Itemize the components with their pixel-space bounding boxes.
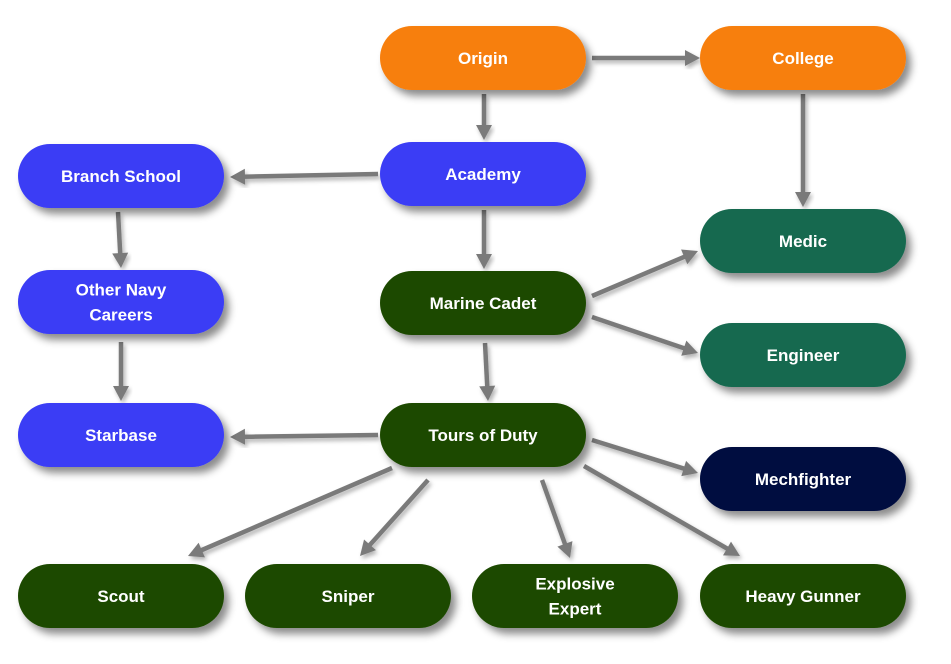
node-pill xyxy=(380,26,586,90)
node-college: College xyxy=(700,26,906,90)
node-sniper: Sniper xyxy=(245,564,451,628)
node-medic: Medic xyxy=(700,209,906,273)
arrow-head xyxy=(113,386,129,401)
arrow-branch-school-to-other-navy-careers xyxy=(112,211,129,268)
node-pill xyxy=(380,271,586,335)
arrow-tours-of-duty-to-starbase xyxy=(230,428,379,445)
node-label: Careers xyxy=(89,306,152,325)
node-pill xyxy=(245,564,451,628)
node-label: Tours of Duty xyxy=(428,426,538,445)
arrow-head xyxy=(557,541,573,558)
arrow-head xyxy=(476,125,492,140)
node-pill xyxy=(18,144,224,208)
node-label: Branch School xyxy=(61,167,181,186)
arrow-head xyxy=(685,50,700,66)
node-tours-of-duty: Tours of Duty xyxy=(380,403,586,467)
arrow-head xyxy=(681,460,698,477)
arrow-head xyxy=(723,541,740,556)
arrow-origin-to-college xyxy=(592,50,700,66)
arrow-line xyxy=(115,211,123,257)
node-branch-school: Branch School xyxy=(18,144,224,208)
arrow-line xyxy=(366,478,430,549)
node-pill xyxy=(700,209,906,273)
arrow-line xyxy=(591,437,688,472)
node-mechfighter: Mechfighter xyxy=(700,447,906,511)
node-label: Mechfighter xyxy=(755,470,852,489)
node-marine-cadet: Marine Cadet xyxy=(380,271,586,335)
arrow-academy-to-branch-school xyxy=(230,168,379,185)
arrow-line xyxy=(241,171,379,180)
arrow-origin-to-academy xyxy=(476,94,492,140)
node-academy: Academy xyxy=(380,142,586,206)
node-pill xyxy=(380,142,586,206)
node-scout: Scout xyxy=(18,564,224,628)
arrow-head xyxy=(681,249,698,265)
node-origin: Origin xyxy=(380,26,586,90)
arrow-head xyxy=(188,542,205,558)
node-heavy-gunner: Heavy Gunner xyxy=(700,564,906,628)
node-label: Scout xyxy=(97,587,145,606)
arrow-line xyxy=(591,314,688,352)
arrow-head xyxy=(681,340,698,356)
node-pill xyxy=(18,270,224,334)
arrow-marine-cadet-to-engineer xyxy=(591,314,698,356)
arrow-tours-of-duty-to-heavy-gunner xyxy=(582,464,740,556)
arrow-tours-of-duty-to-mechfighter xyxy=(591,437,698,477)
node-pill xyxy=(700,26,906,90)
arrow-line xyxy=(582,464,731,552)
node-pill xyxy=(380,403,586,467)
arrow-line xyxy=(539,479,569,548)
edges-layer xyxy=(112,50,811,558)
node-label: Marine Cadet xyxy=(430,294,537,313)
arrow-line xyxy=(241,432,379,440)
arrow-head xyxy=(476,254,492,269)
arrow-tours-of-duty-to-scout xyxy=(188,465,393,558)
arrow-head xyxy=(795,192,811,207)
arrow-head xyxy=(230,428,246,445)
arrow-college-to-medic xyxy=(795,94,811,207)
node-pill xyxy=(18,403,224,467)
node-label: Sniper xyxy=(322,587,375,606)
arrow-other-navy-careers-to-starbase xyxy=(113,342,129,401)
arrow-academy-to-marine-cadet xyxy=(476,210,492,269)
node-label: Engineer xyxy=(767,346,840,365)
node-pill xyxy=(18,564,224,628)
arrow-marine-cadet-to-medic xyxy=(591,249,698,299)
arrow-tours-of-duty-to-sniper xyxy=(360,478,430,556)
node-label: Heavy Gunner xyxy=(745,587,861,606)
node-pill xyxy=(700,323,906,387)
arrow-line xyxy=(482,342,490,390)
arrow-line xyxy=(198,465,393,554)
node-label: Academy xyxy=(445,165,521,184)
node-label: Explosive xyxy=(535,575,614,594)
node-starbase: Starbase xyxy=(18,403,224,467)
node-pill xyxy=(472,564,678,628)
node-pill xyxy=(700,564,906,628)
node-label: Starbase xyxy=(85,426,157,445)
node-pill xyxy=(700,447,906,511)
node-engineer: Engineer xyxy=(700,323,906,387)
node-label: Expert xyxy=(549,600,602,619)
arrow-head xyxy=(479,385,496,401)
arrow-marine-cadet-to-tours-of-duty xyxy=(479,342,496,401)
node-label: Other Navy xyxy=(76,281,167,300)
arrow-line xyxy=(591,253,688,299)
node-label: Origin xyxy=(458,49,508,68)
node-label: College xyxy=(772,49,833,68)
arrow-head xyxy=(230,168,246,185)
arrow-tours-of-duty-to-explosive-expert xyxy=(539,479,573,558)
arrow-head xyxy=(360,539,376,556)
node-label: Medic xyxy=(779,232,827,251)
arrow-head xyxy=(112,252,129,268)
